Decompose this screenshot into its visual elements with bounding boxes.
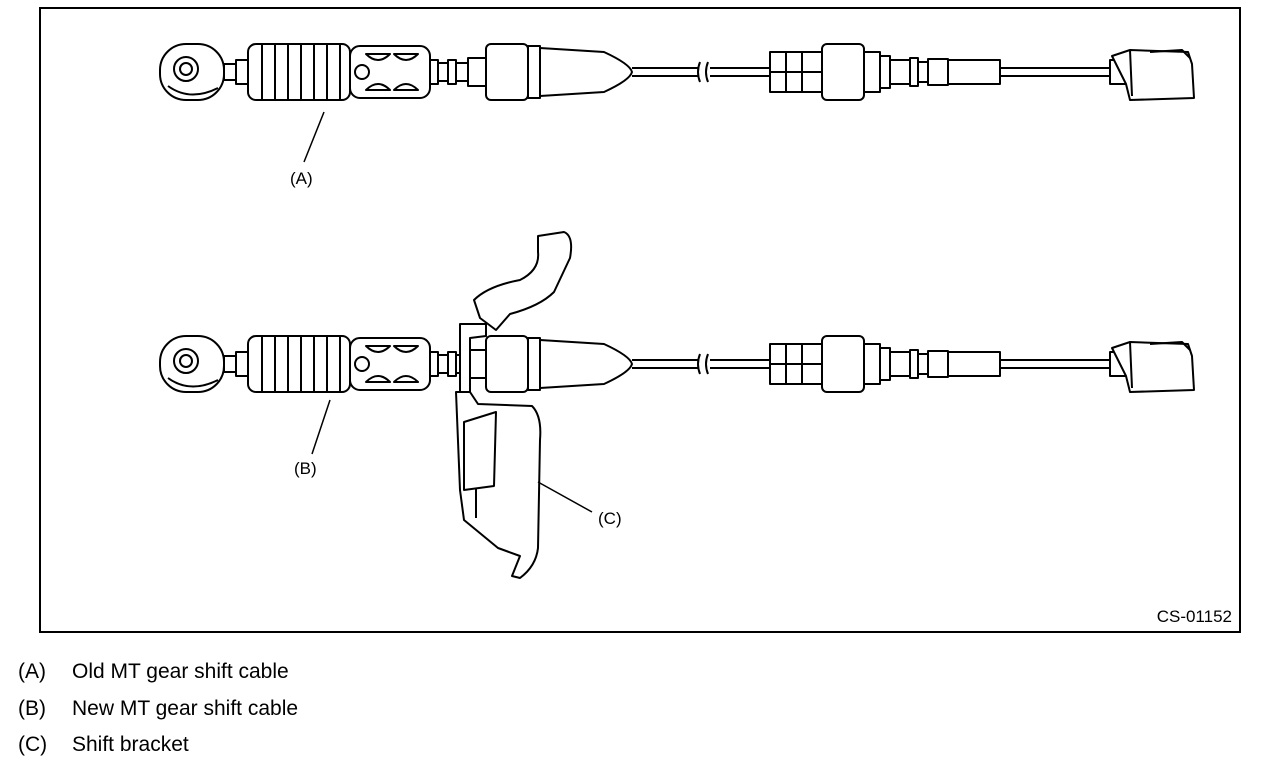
callout-b: (B) [294,459,317,478]
leader-line-c [537,481,593,513]
old-shift-cable-drawing [159,43,1195,101]
legend-text: New MT gear shift cable [72,696,299,720]
leader-line-b [311,399,331,455]
legend-key: (A) [18,660,46,683]
legend-text: Shift bracket [72,733,189,756]
legend-key: (B) [18,696,46,720]
callout-a: (A) [290,169,313,188]
callout-c: (C) [598,509,622,528]
legend-text: Old MT gear shift cable [72,660,289,683]
legend-key: (C) [18,733,48,756]
new-shift-cable-drawing [159,335,1195,393]
figure-frame [39,7,1241,633]
diagram-figure: (A) (B) (C) CS-01152 [39,7,1241,633]
figure-code: CS-01152 [1157,607,1232,626]
leader-line-a [303,111,325,163]
shift-bracket-drawing [455,231,573,579]
